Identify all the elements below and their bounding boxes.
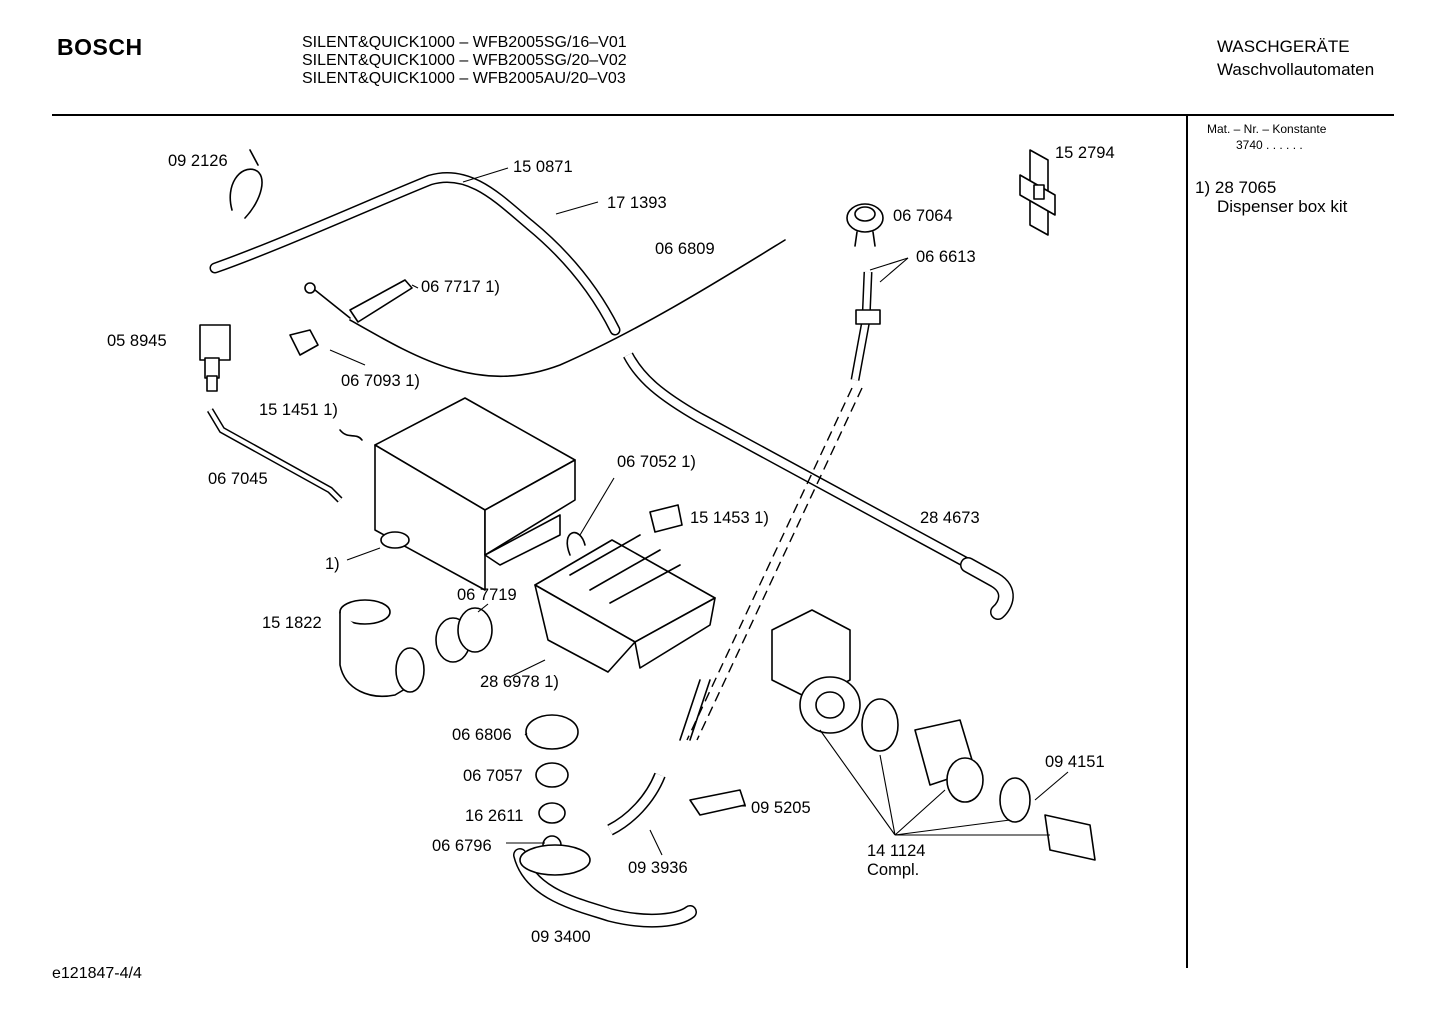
label-066806: 06 6806 bbox=[452, 726, 512, 744]
footnote-text: Dispenser box kit bbox=[1217, 197, 1348, 216]
footnote-partnumber: 28 7065 bbox=[1214, 178, 1277, 197]
label-092126: 09 2126 bbox=[168, 152, 228, 170]
sidebar-divider bbox=[1186, 116, 1188, 968]
label-141124: 14 1124 bbox=[867, 842, 925, 860]
label-171393: 17 1393 bbox=[607, 194, 667, 212]
part-067717 bbox=[349, 279, 413, 323]
label-093400: 09 3400 bbox=[531, 928, 591, 946]
model-line: SILENT&QUICK1000 – WFB2005SG/16–V01 bbox=[302, 34, 627, 51]
drain-pump bbox=[771, 609, 1096, 861]
label-286978: 28 6978 1) bbox=[480, 673, 559, 691]
document-id: e121847-4/4 bbox=[52, 965, 142, 982]
category-subtitle: Waschvollautomaten bbox=[1217, 60, 1375, 79]
ring-067719 bbox=[435, 607, 493, 663]
clip-067052 bbox=[566, 531, 586, 556]
hose-lines: 09 2126 15 0871 17 1393 15 2794 06 6809 … bbox=[107, 144, 1115, 946]
brand-logo: BOSCH bbox=[57, 34, 143, 60]
label-067045: 06 7045 bbox=[208, 470, 268, 488]
gasket-151453 bbox=[649, 504, 683, 533]
category-block: WASCHGERÄTE Waschvollautomaten bbox=[1217, 35, 1374, 81]
label-151822: 15 1822 bbox=[262, 614, 322, 632]
label-067717: 06 7717 1) bbox=[421, 278, 500, 296]
label-067064: 06 7064 bbox=[893, 207, 953, 225]
label-094151: 09 4151 bbox=[1045, 753, 1105, 771]
seal-162611 bbox=[538, 802, 566, 824]
clip-092126 bbox=[229, 168, 263, 219]
label-162611: 16 2611 bbox=[465, 807, 523, 825]
seal-067057 bbox=[535, 762, 569, 788]
label-dispenser-housing: 1) bbox=[325, 555, 340, 573]
label-150871: 15 0871 bbox=[513, 158, 573, 176]
valve-058945 bbox=[199, 324, 231, 392]
label-093936: 09 3936 bbox=[628, 859, 688, 877]
part-067093 bbox=[289, 329, 319, 356]
dispenser-housing bbox=[374, 397, 576, 591]
leader-lines bbox=[329, 167, 1069, 856]
material-number-block: Mat. – Nr. – Konstante 3740 . . . . . . bbox=[1207, 121, 1326, 153]
label-067052: 06 7052 1) bbox=[617, 453, 696, 471]
label-284673: 28 4673 bbox=[920, 509, 980, 527]
category-title: WASCHGERÄTE bbox=[1217, 37, 1350, 56]
header-divider bbox=[52, 114, 1394, 116]
label-095205: 09 5205 bbox=[751, 799, 811, 817]
matnr-label: Mat. – Nr. – Konstante bbox=[1207, 122, 1327, 136]
label-067719: 06 7719 bbox=[457, 586, 517, 604]
model-list: SILENT&QUICK1000 – WFB2005SG/16–V01 SILE… bbox=[302, 34, 627, 88]
label-151451: 15 1451 1) bbox=[259, 401, 338, 419]
spring-151451 bbox=[339, 429, 363, 441]
bellows-151822 bbox=[339, 599, 425, 697]
footnote-marker: 1) bbox=[1195, 178, 1211, 197]
sump-093400 bbox=[519, 844, 591, 876]
footnote-block: 1) 28 7065 Dispenser box kit bbox=[1195, 178, 1347, 216]
clamp-066806 bbox=[525, 714, 579, 750]
model-line: SILENT&QUICK1000 – WFB2005AU/20–V03 bbox=[302, 70, 626, 87]
matnr-value: 3740 . . . . . . bbox=[1236, 138, 1303, 152]
part-095205 bbox=[689, 789, 746, 816]
model-line: SILENT&QUICK1000 – WFB2005SG/20–V02 bbox=[302, 52, 627, 69]
label-141124-compl: Compl. bbox=[867, 861, 919, 879]
bracket-152794: 09 2126 15 0871 17 1393 15 2794 06 6809 … bbox=[107, 144, 1115, 946]
label-152794: 15 2794 bbox=[1055, 144, 1115, 162]
label-067093: 06 7093 1) bbox=[341, 372, 420, 390]
label-067057: 06 7057 bbox=[463, 767, 523, 785]
label-066613: 06 6613 bbox=[916, 248, 976, 266]
pressure-switch-assembly: 09 2126 15 0871 17 1393 15 2794 06 6809 … bbox=[107, 144, 1115, 946]
label-151453: 15 1453 1) bbox=[690, 509, 769, 527]
label-066796: 06 6796 bbox=[432, 837, 492, 855]
label-058945: 05 8945 bbox=[107, 332, 167, 350]
dispenser-drawer bbox=[534, 534, 716, 673]
part-labels: 09 2126 15 0871 17 1393 15 2794 06 6809 … bbox=[107, 144, 1115, 946]
label-066809: 06 6809 bbox=[655, 240, 715, 258]
